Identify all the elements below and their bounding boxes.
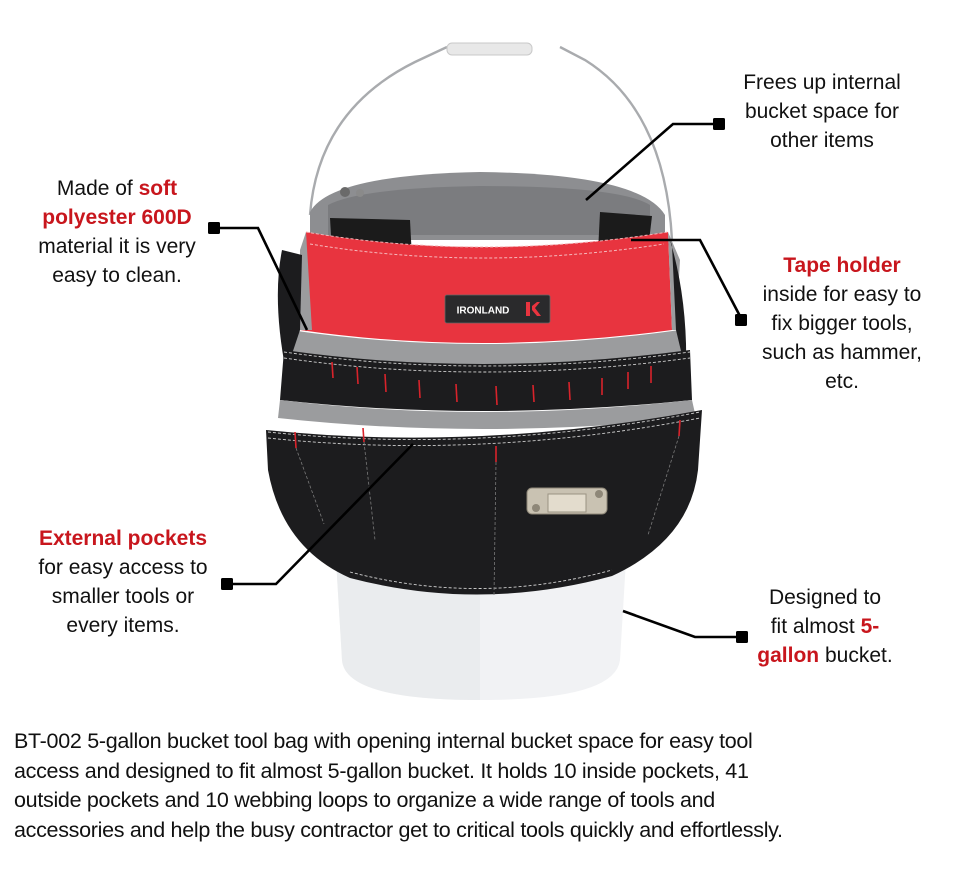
callout-text: fix bigger tools,	[771, 312, 913, 335]
callout-text: easy to clean.	[52, 264, 182, 287]
callout-tape-holder: Tape holder inside for easy to fix bigge…	[742, 251, 942, 396]
brand-label: IRONLAND	[444, 294, 551, 324]
callout-text: other items	[770, 129, 874, 152]
description-line: BT-002 5-gallon bucket tool bag with ope…	[14, 729, 753, 753]
pocket-stitches-upper	[331, 361, 652, 406]
callout-highlight: soft	[138, 177, 178, 200]
callout-text: bucket space for	[744, 100, 900, 123]
callout-highlight: 5-	[860, 615, 880, 638]
callout-text: material it is very	[38, 235, 196, 258]
description-line: access and designed to fit almost 5-gall…	[14, 758, 749, 783]
white-bucket	[336, 560, 626, 700]
callout-text: for easy access to	[38, 556, 208, 579]
brand-label-text: IRONLAND	[457, 306, 510, 317]
callout-text: every items.	[66, 614, 180, 637]
description-line: accessories and help the busy contractor…	[14, 817, 783, 842]
callout-text: such as hammer,	[762, 341, 922, 364]
callout-material: Made of soft polyester 600D material it …	[12, 174, 222, 290]
callout-text: Designed to	[768, 586, 882, 609]
callout-external-pockets: External pockets for easy access to smal…	[18, 524, 228, 640]
callout-internal-space: Frees up internal bucket space for other…	[722, 68, 922, 155]
description-line: outside pockets and 10 webbing loops to …	[14, 788, 715, 812]
callout-text: Made of	[56, 177, 139, 200]
callout-text: etc.	[825, 370, 859, 393]
ironland-logo-icon	[526, 302, 541, 316]
product-description: BT-002 5-gallon bucket tool bag with ope…	[14, 727, 949, 845]
callout-text: bucket.	[819, 644, 893, 667]
callout-text: fit almost	[770, 615, 861, 638]
callout-text: smaller tools or	[51, 585, 195, 608]
callout-text: Frees up internal	[743, 71, 901, 94]
callout-highlight: polyester 600D	[42, 206, 192, 229]
callout-text: inside for easy to	[762, 283, 922, 306]
metal-tool-clip	[526, 487, 608, 515]
callout-highlight: Tape holder	[783, 254, 901, 277]
callout-highlight: External pockets	[38, 527, 208, 550]
callout-highlight: gallon	[757, 644, 820, 667]
handle-grip	[446, 42, 533, 56]
callout-bucket-fit: Designed to fit almost 5- gallon bucket.	[740, 583, 910, 670]
